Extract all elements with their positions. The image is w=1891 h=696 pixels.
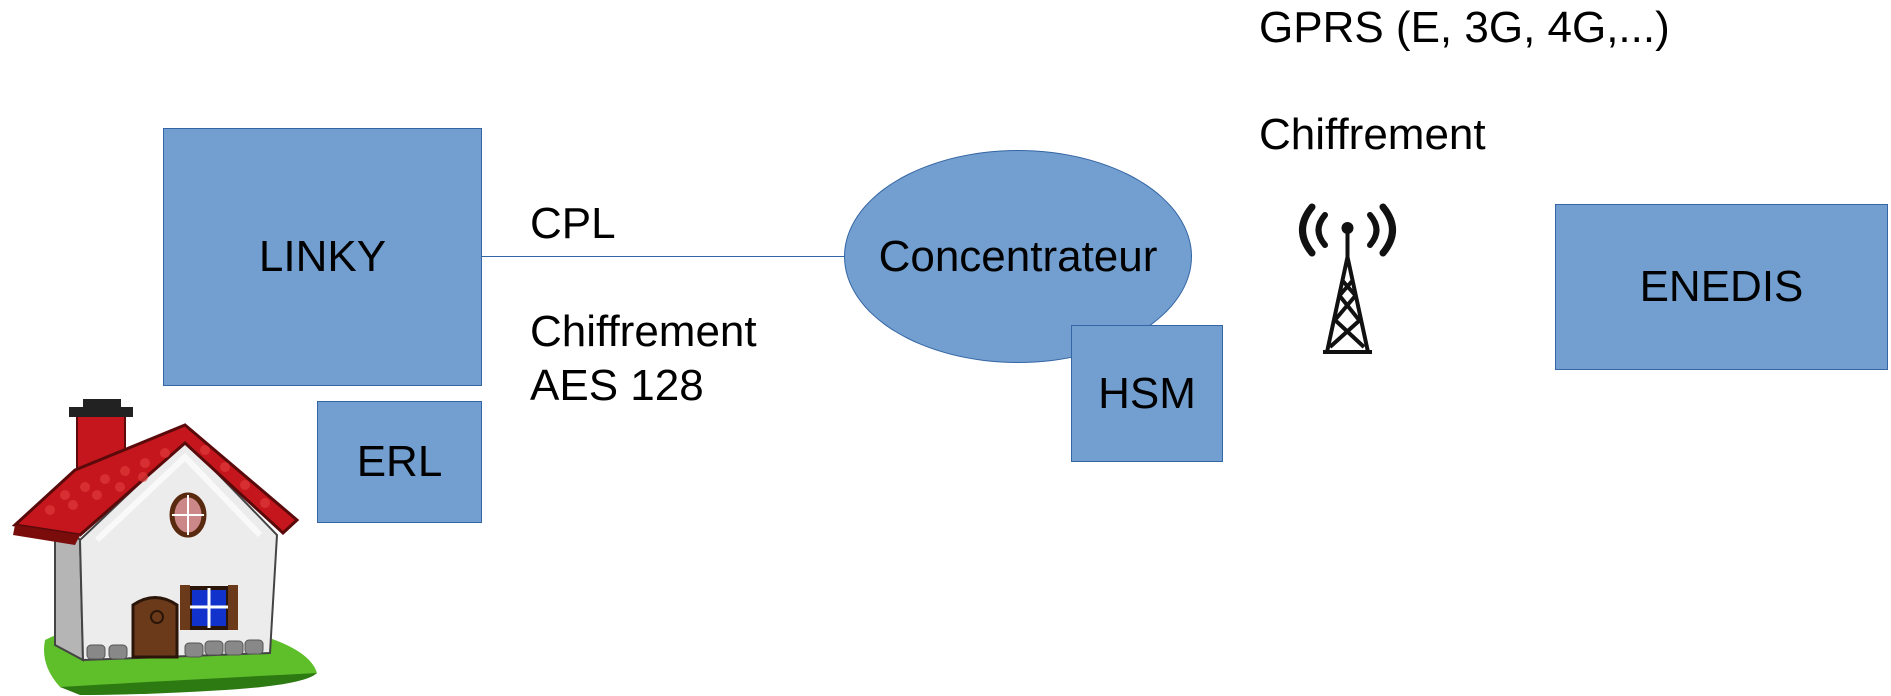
wan-encryption-label: Chiffrement [1259,110,1486,159]
house-icon [11,399,317,695]
aes-label: AES 128 [530,361,704,410]
concentrateur-label: Concentrateur [878,231,1158,281]
linky-label: LINKY [258,232,387,281]
enedis-label: ENEDIS [1639,262,1804,311]
hsm-box: HSM [1071,325,1223,462]
hsm-label: HSM [1098,368,1196,418]
radio-tower-icon [1299,203,1396,354]
linky-box: LINKY [163,128,482,386]
concentrateur-ellipse: Concentrateur [844,150,1192,363]
cpl-encryption-label: Chiffrement [530,307,757,356]
enedis-box: ENEDIS [1555,204,1888,370]
erl-label: ERL [356,437,443,486]
cpl-label: CPL [530,199,616,248]
gprs-label: GPRS (E, 3G, 4G,...) [1259,3,1670,52]
erl-box: ERL [317,401,482,523]
cpl-connection-line [482,256,844,257]
